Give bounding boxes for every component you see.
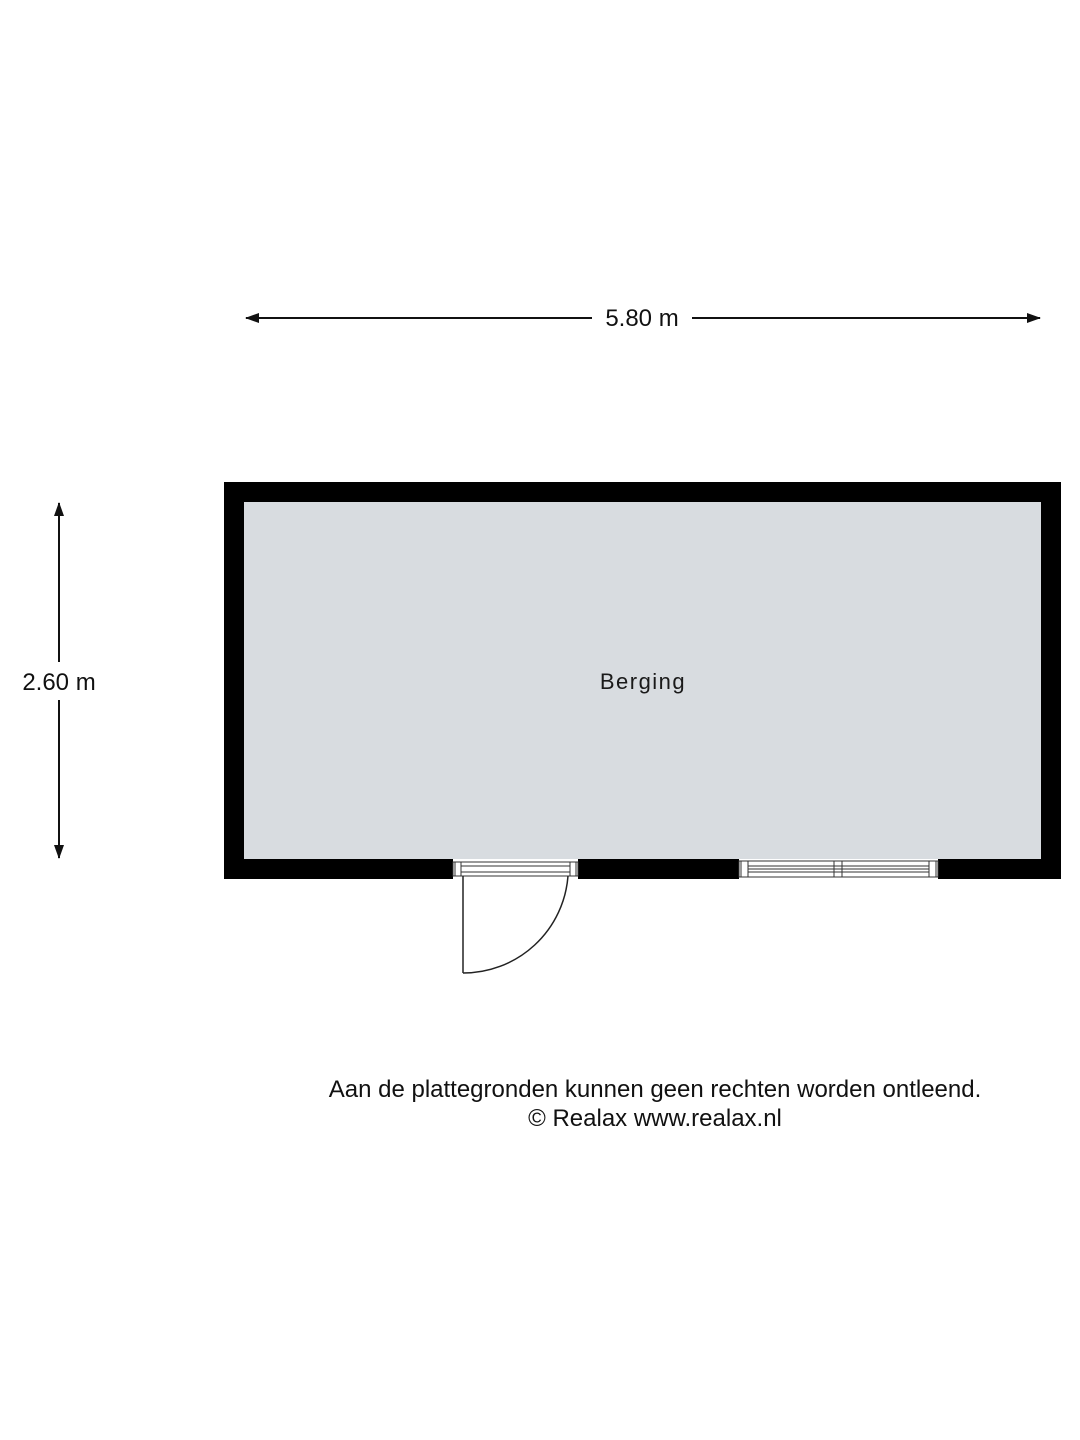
door-swing-arc xyxy=(462,875,569,974)
window-jamb-right xyxy=(928,860,937,878)
door-jamb-left xyxy=(454,861,462,877)
door-frame xyxy=(452,861,579,877)
room-label-berging: Berging xyxy=(600,669,686,694)
door xyxy=(452,861,579,974)
height-dimension-label: 2.60 m xyxy=(22,669,95,696)
disclaimer: Aan de plattegronden kunnen geen rechten… xyxy=(250,1075,1060,1133)
window xyxy=(738,860,939,878)
disclaimer-line-2: © Realax www.realax.nl xyxy=(528,1105,782,1132)
wall-bottom-right xyxy=(938,859,1061,879)
wall-left xyxy=(224,482,244,879)
wall-bottom-middle xyxy=(578,859,739,879)
width-dimension-label: 5.80 m xyxy=(605,305,678,332)
door-jamb-right xyxy=(569,861,577,877)
wall-top xyxy=(224,482,1061,502)
window-jamb-left xyxy=(740,860,749,878)
disclaimer-line-1: Aan de plattegronden kunnen geen rechten… xyxy=(328,1076,982,1103)
width-dimension: 5.80 m xyxy=(245,305,1041,332)
walls xyxy=(224,482,1061,879)
height-dimension: 2.60 m xyxy=(22,502,96,859)
wall-bottom-left xyxy=(224,859,453,879)
wall-right xyxy=(1041,482,1061,879)
room-floor xyxy=(244,502,1041,859)
